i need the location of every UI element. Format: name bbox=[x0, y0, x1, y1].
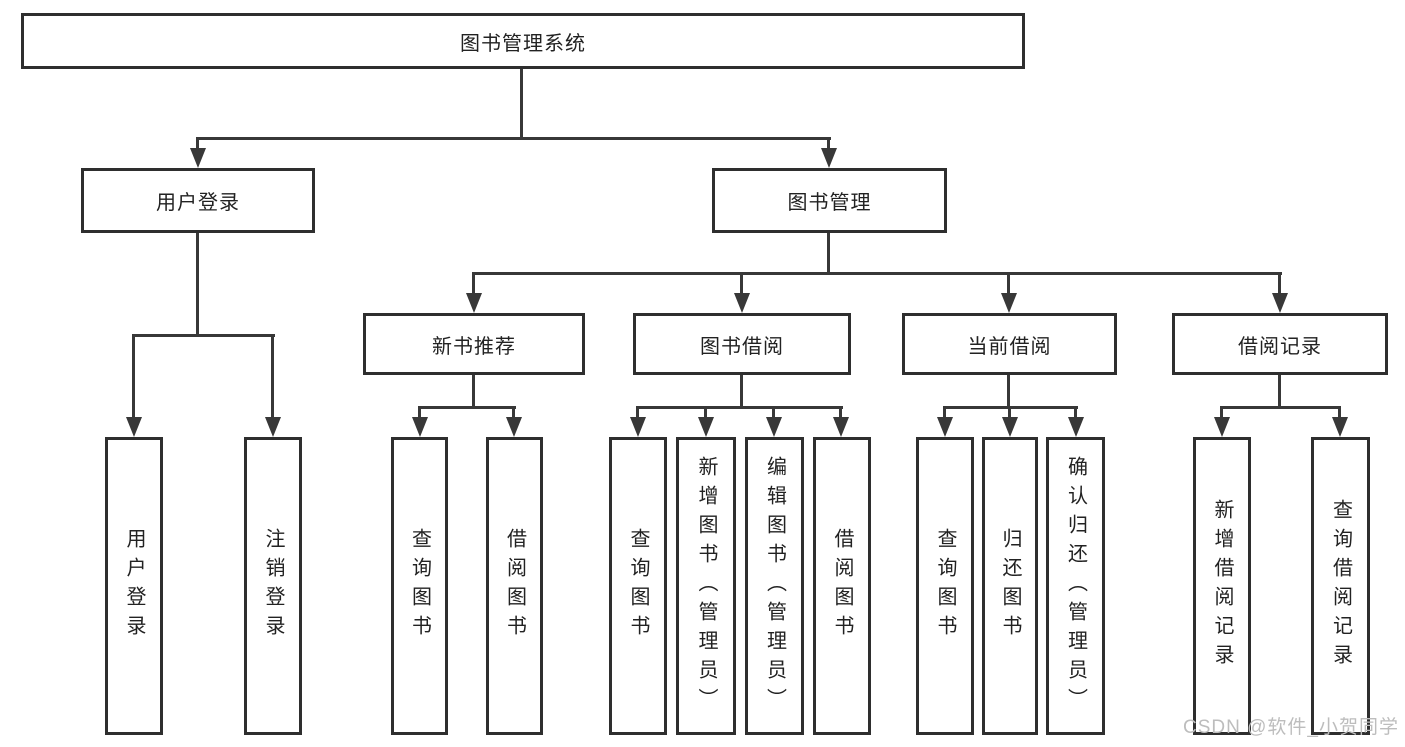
leaf-label: 借阅图书 bbox=[503, 528, 526, 644]
connector-bar bbox=[419, 406, 516, 409]
connector-drop-line bbox=[512, 406, 515, 420]
connector-drop-line bbox=[472, 272, 475, 296]
leaf-user-login: 用户登录 bbox=[105, 437, 163, 735]
leaf-label: 查询借阅记录 bbox=[1329, 499, 1352, 673]
connector-drop-line bbox=[1278, 272, 1281, 296]
arrow-head bbox=[1332, 417, 1348, 437]
connector-drop-line bbox=[827, 137, 830, 151]
leaf-label: 编辑图书（管理员） bbox=[763, 455, 786, 717]
connector-drop-line bbox=[943, 406, 946, 420]
arrow-head bbox=[833, 417, 849, 437]
connector-drop-line bbox=[1074, 406, 1077, 420]
node-library-system: 图书管理系统 bbox=[21, 13, 1025, 69]
connector-bar bbox=[944, 406, 1078, 409]
leaf-label: 注销登录 bbox=[262, 528, 284, 644]
node-book-borrowing: 图书借阅 bbox=[633, 313, 851, 375]
arrow-head bbox=[937, 417, 953, 437]
leaf-logout: 注销登录 bbox=[244, 437, 302, 735]
connector-drop-line bbox=[271, 334, 274, 420]
arrow-head bbox=[466, 293, 482, 313]
leaf-label: 用户登录 bbox=[123, 528, 145, 644]
leaf-label: 归还图书 bbox=[999, 528, 1021, 644]
connector-drop-line bbox=[740, 272, 743, 296]
arrow-head bbox=[190, 148, 206, 168]
connector-trunk bbox=[740, 375, 743, 409]
arrow-head bbox=[821, 148, 837, 168]
connector-bar bbox=[473, 272, 1282, 275]
connector-trunk bbox=[1278, 375, 1281, 409]
arrow-head bbox=[734, 293, 750, 313]
arrow-head bbox=[698, 417, 714, 437]
arrow-head bbox=[1214, 417, 1230, 437]
leaf-query-books: 查询图书 bbox=[391, 437, 448, 735]
arrow-head bbox=[265, 417, 281, 437]
leaf-borrow-books: 借阅图书 bbox=[813, 437, 871, 735]
connector-bar bbox=[637, 406, 843, 409]
node-book-management: 图书管理 bbox=[712, 168, 947, 233]
arrow-head bbox=[766, 417, 782, 437]
arrow-head bbox=[1001, 293, 1017, 313]
connector-drop-line bbox=[418, 406, 421, 420]
leaf-label: 查询图书 bbox=[408, 528, 431, 644]
connector-drop-line bbox=[1220, 406, 1223, 420]
connector-drop-line bbox=[1007, 272, 1010, 296]
leaf-query-books: 查询图书 bbox=[916, 437, 974, 735]
connector-drop-line bbox=[132, 334, 135, 420]
connector-bar bbox=[197, 137, 831, 140]
leaf-query-borrow-record: 查询借阅记录 bbox=[1311, 437, 1370, 735]
connector-drop-line bbox=[839, 406, 842, 420]
leaf-label: 新增借阅记录 bbox=[1211, 499, 1233, 673]
leaf-add-borrow-record: 新增借阅记录 bbox=[1193, 437, 1251, 735]
connector-trunk bbox=[827, 233, 830, 275]
connector-trunk bbox=[1007, 375, 1010, 409]
leaf-edit-books-admin: 编辑图书（管理员） bbox=[745, 437, 804, 735]
leaf-confirm-return-admin: 确认归还（管理员） bbox=[1046, 437, 1105, 735]
connector-drop-line bbox=[1008, 406, 1011, 420]
connector-bar bbox=[133, 334, 275, 337]
arrow-head bbox=[1002, 417, 1018, 437]
connector-trunk bbox=[196, 233, 199, 337]
connector-drop-line bbox=[196, 137, 199, 151]
leaf-add-books-admin: 新增图书（管理员） bbox=[676, 437, 736, 735]
leaf-label: 查询图书 bbox=[627, 528, 649, 644]
leaf-label: 新增图书（管理员） bbox=[695, 455, 717, 717]
connector-drop-line bbox=[1338, 406, 1341, 420]
arrow-head bbox=[126, 417, 142, 437]
arrow-head bbox=[1068, 417, 1084, 437]
leaf-query-books: 查询图书 bbox=[609, 437, 667, 735]
leaf-label: 确认归还（管理员） bbox=[1064, 455, 1087, 717]
arrow-head bbox=[1272, 293, 1288, 313]
leaf-label: 查询图书 bbox=[934, 528, 956, 644]
arrow-head bbox=[506, 417, 522, 437]
connector-bar bbox=[1221, 406, 1341, 409]
connector-trunk bbox=[472, 375, 475, 409]
node-user-login: 用户登录 bbox=[81, 168, 315, 233]
leaf-borrow-books: 借阅图书 bbox=[486, 437, 543, 735]
arrow-head bbox=[412, 417, 428, 437]
node-borrowing-records: 借阅记录 bbox=[1172, 313, 1388, 375]
arrow-head bbox=[630, 417, 646, 437]
node-current-borrowing: 当前借阅 bbox=[902, 313, 1117, 375]
csdn-watermark: CSDN @软件_小贺同学 bbox=[1183, 717, 1399, 738]
connector-trunk bbox=[520, 69, 523, 137]
connector-drop-line bbox=[636, 406, 639, 420]
leaf-return-books: 归还图书 bbox=[982, 437, 1038, 735]
leaf-label: 借阅图书 bbox=[831, 528, 853, 644]
connector-drop-line bbox=[704, 406, 707, 420]
node-new-book-recommendation: 新书推荐 bbox=[363, 313, 585, 375]
connector-drop-line bbox=[772, 406, 775, 420]
